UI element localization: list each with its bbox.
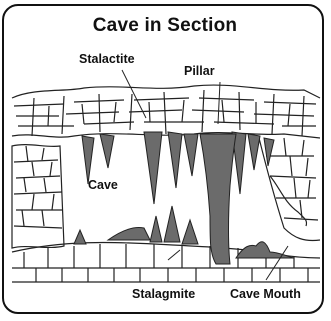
stalagmites <box>74 206 294 258</box>
label-stalagmite: Stalagmite <box>132 287 195 301</box>
diagram-title: Cave in Section <box>4 15 324 37</box>
label-cave-mouth: Cave Mouth <box>230 287 301 301</box>
pillar <box>200 134 236 264</box>
rock-floor <box>12 242 320 282</box>
label-stalactite: Stalactite <box>79 52 135 66</box>
stalactites <box>82 132 274 204</box>
label-cave: Cave <box>88 178 118 192</box>
cave-section-illustration <box>4 6 324 314</box>
diagram-card: Cave in Section Stalactite Pillar Cave S… <box>2 4 324 314</box>
label-pillar: Pillar <box>184 64 215 78</box>
rock-ceiling <box>12 85 320 138</box>
rock-wall-left <box>12 145 64 248</box>
